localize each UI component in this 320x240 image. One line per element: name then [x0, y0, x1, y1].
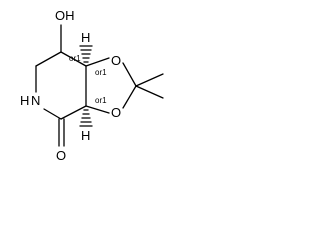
atom-label-n: N	[31, 93, 40, 108]
atom-label-o-carbonyl: O	[56, 148, 66, 163]
bond-c-top-to-c-oh	[60, 51, 87, 67]
atom-label-o-top: O	[111, 53, 121, 68]
atom-label-nh-h: H	[20, 93, 29, 108]
bond-c-oh-to-ch2	[35, 51, 62, 67]
bond-methyl-1	[135, 73, 164, 87]
atom-label-oh: OH	[55, 8, 75, 23]
atom-label-h-bottom: H	[81, 128, 90, 143]
hashed-bond-top-h	[79, 45, 93, 63]
atom-label-o-bottom: O	[111, 105, 121, 120]
bond-n-to-c-carbonyl	[43, 108, 62, 120]
stereo-label-c-oh: or1	[69, 54, 81, 63]
bond-c-top-to-o-top	[85, 57, 110, 67]
bond-o-bottom-to-c-bottom	[85, 105, 110, 114]
bond-methyl-2	[135, 85, 164, 99]
bond-c-carbonyl-to-c-bottom	[60, 105, 87, 120]
atom-label-h-top: H	[81, 30, 90, 45]
bond-cq-to-o-bottom	[122, 85, 137, 109]
bond-o-top-to-cq	[122, 62, 137, 87]
chemical-structure-diagram: OH O O N H O H H or1 or1 or1	[20, 8, 164, 163]
stereo-label-c-bottom: or1	[95, 96, 107, 105]
hashed-bond-bottom-h	[79, 109, 93, 127]
stereo-label-c-top: or1	[95, 68, 107, 77]
